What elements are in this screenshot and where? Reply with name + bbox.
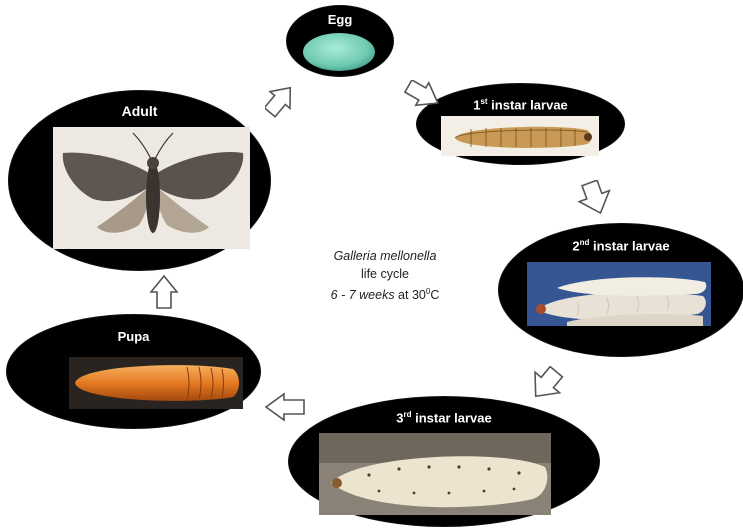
second-instar-photo xyxy=(527,262,711,326)
first-instar-label: 1st instar larvae xyxy=(417,97,624,112)
first-instar-photo xyxy=(441,116,599,156)
arrow-pupa-to-adult-icon xyxy=(149,274,179,310)
adult-node: Adult xyxy=(9,91,270,270)
arrow-third-instar-to-pupa-icon xyxy=(262,392,306,422)
caption-line2: life cycle xyxy=(300,265,470,283)
third-instar-node: 3rd instar larvae xyxy=(289,397,599,526)
arrow-first-to-second-instar-icon xyxy=(577,180,613,216)
third-instar-photo xyxy=(319,433,551,515)
arrow-second-to-third-instar-icon xyxy=(528,366,568,402)
life-cycle-caption: Galleria mellonella life cycle 6 - 7 wee… xyxy=(300,247,470,304)
pupa-node: Pupa xyxy=(7,315,260,428)
pupa-photo xyxy=(69,357,243,409)
species-name: Galleria mellonella xyxy=(334,249,437,263)
caption-duration: 6 - 7 weeks at 300C xyxy=(300,283,470,304)
egg-node: Egg xyxy=(287,6,393,76)
first-instar-node: 1st instar larvae xyxy=(417,84,624,164)
second-instar-label: 2nd instar larvae xyxy=(499,238,743,253)
egg-image xyxy=(287,6,393,76)
adult-moth-photo xyxy=(53,127,250,249)
adult-label: Adult xyxy=(9,103,270,119)
arrow-egg-to-first-instar-icon xyxy=(404,80,444,110)
second-instar-node: 2nd instar larvae xyxy=(499,224,743,356)
third-instar-label: 3rd instar larvae xyxy=(289,410,599,425)
pupa-label: Pupa xyxy=(7,329,260,344)
arrow-adult-to-egg-icon xyxy=(265,82,305,118)
